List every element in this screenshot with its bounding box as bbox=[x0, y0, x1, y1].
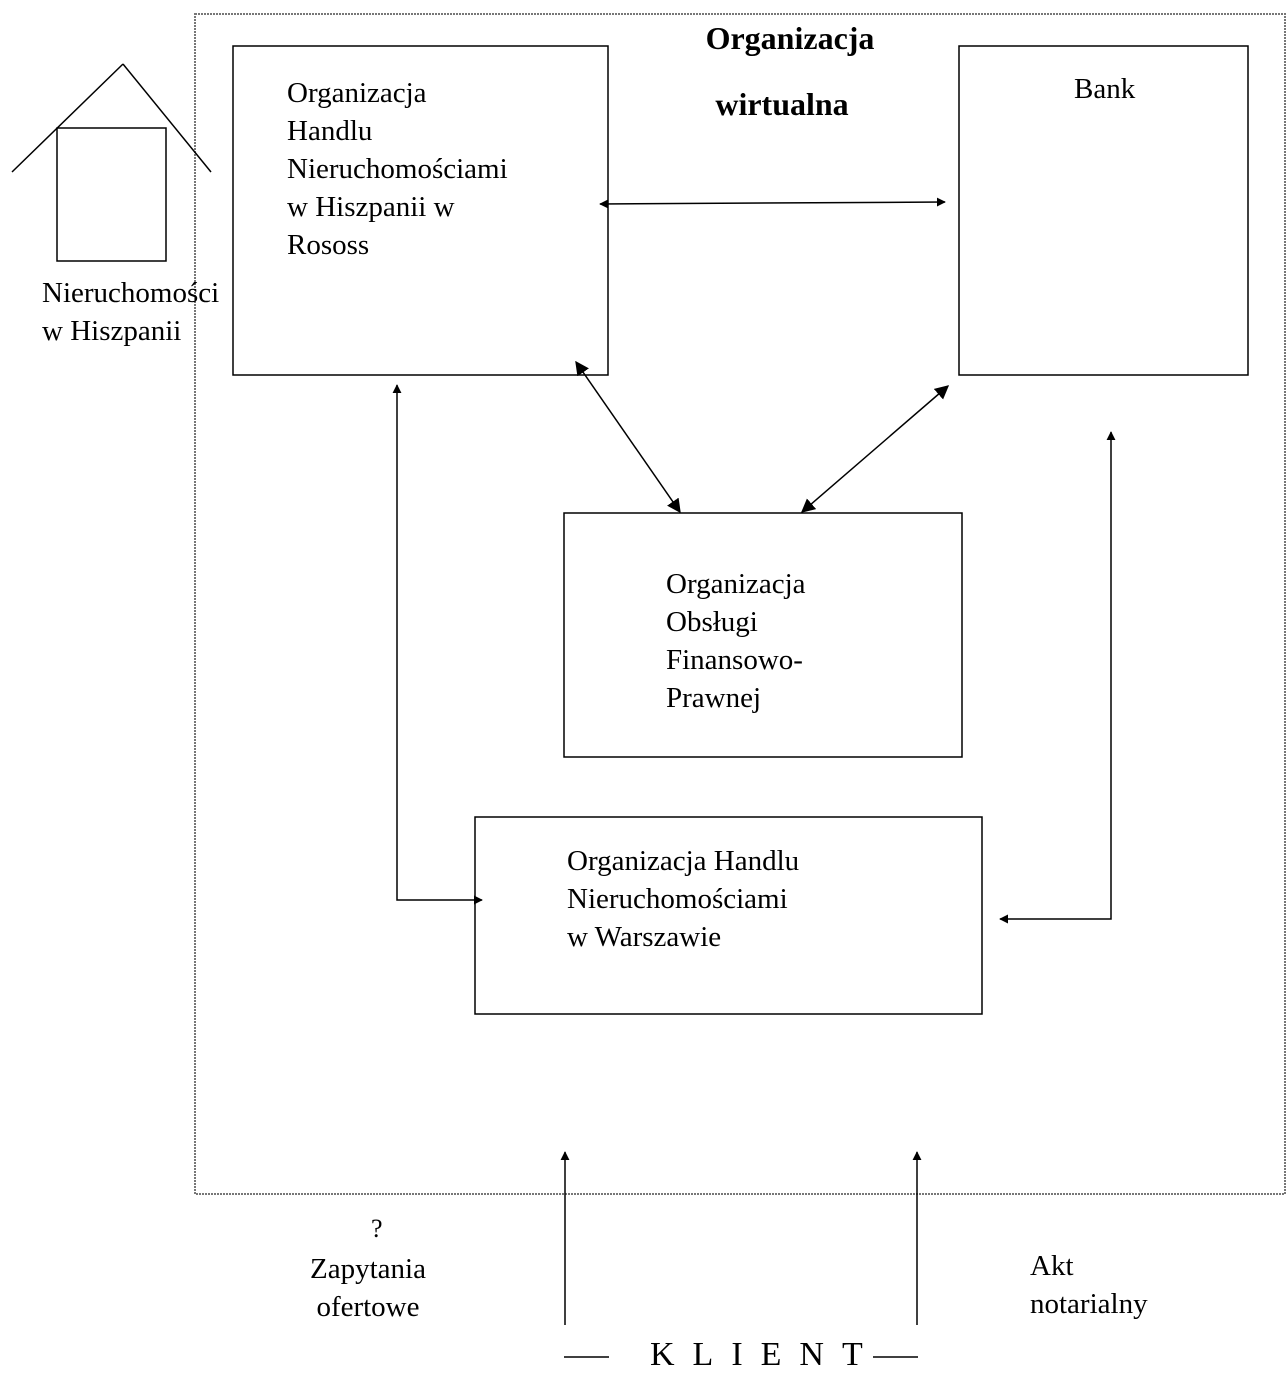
house-icon bbox=[11, 63, 212, 262]
box-bank bbox=[958, 45, 1249, 376]
spain-organization-label: Organizacja Handlu Nieruchomościami w Hi… bbox=[287, 77, 508, 261]
notarial-act-label: Akt notarialny bbox=[1030, 1250, 1148, 1320]
arrow-bank-warsaw bbox=[999, 431, 1116, 924]
inquiries-label: Zapytania ofertowe bbox=[310, 1253, 426, 1323]
question-mark: ? bbox=[371, 1214, 383, 1243]
client-label: KLIENT bbox=[650, 1336, 881, 1373]
virtual-org-title-line2: wirtualna bbox=[715, 86, 849, 122]
virtual-organization-frame bbox=[194, 13, 1286, 1195]
finance-organization-label: Organizacja Obsługi Finansowo- Prawnej bbox=[666, 568, 806, 714]
box-spain-organization bbox=[232, 45, 609, 376]
arrow-spain-bank bbox=[599, 197, 946, 209]
bank-label: Bank bbox=[1074, 73, 1136, 105]
arrow-spain-finance bbox=[575, 360, 681, 514]
arrow-bank-finance bbox=[800, 385, 950, 513]
warsaw-organization-label: Organizacja Handlu Nieruchomościami w Wa… bbox=[567, 845, 800, 953]
box-warsaw-organization bbox=[474, 816, 983, 1015]
arrow-warsaw-spain bbox=[392, 384, 483, 905]
virtual-org-title-line1: Organizacja bbox=[680, 18, 900, 58]
box-finance-organization bbox=[563, 512, 963, 758]
property-label: Nieruchomości w Hiszpanii bbox=[42, 277, 220, 347]
